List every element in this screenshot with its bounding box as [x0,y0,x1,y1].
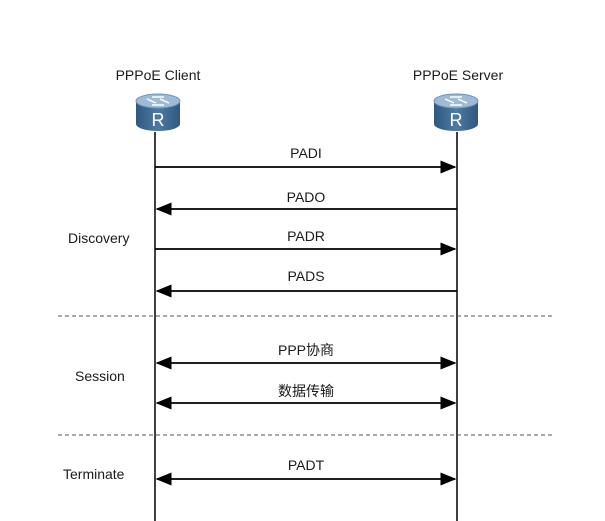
client-router-icon: R [135,93,181,131]
client-router-letter: R [152,110,165,130]
server-label: PPPoE Server [413,67,504,83]
message-label-pads: PADS [287,268,324,284]
message-label-padt: PADT [288,457,325,473]
server-router-letter: R [450,110,463,130]
server-router-icon: R [433,93,479,131]
phase-label-session: Session [75,368,125,384]
client-label: PPPoE Client [116,67,201,83]
message-label-data-transfer: 数据传输 [278,383,334,399]
message-label-padi: PADI [290,145,322,161]
message-label-padr: PADR [287,228,325,244]
phase-label-terminate: Terminate [63,466,125,482]
phase-label-discovery: Discovery [68,230,129,246]
message-label-ppp-negotiation: PPP协商 [278,342,334,358]
message-label-pado: PADO [287,189,326,205]
